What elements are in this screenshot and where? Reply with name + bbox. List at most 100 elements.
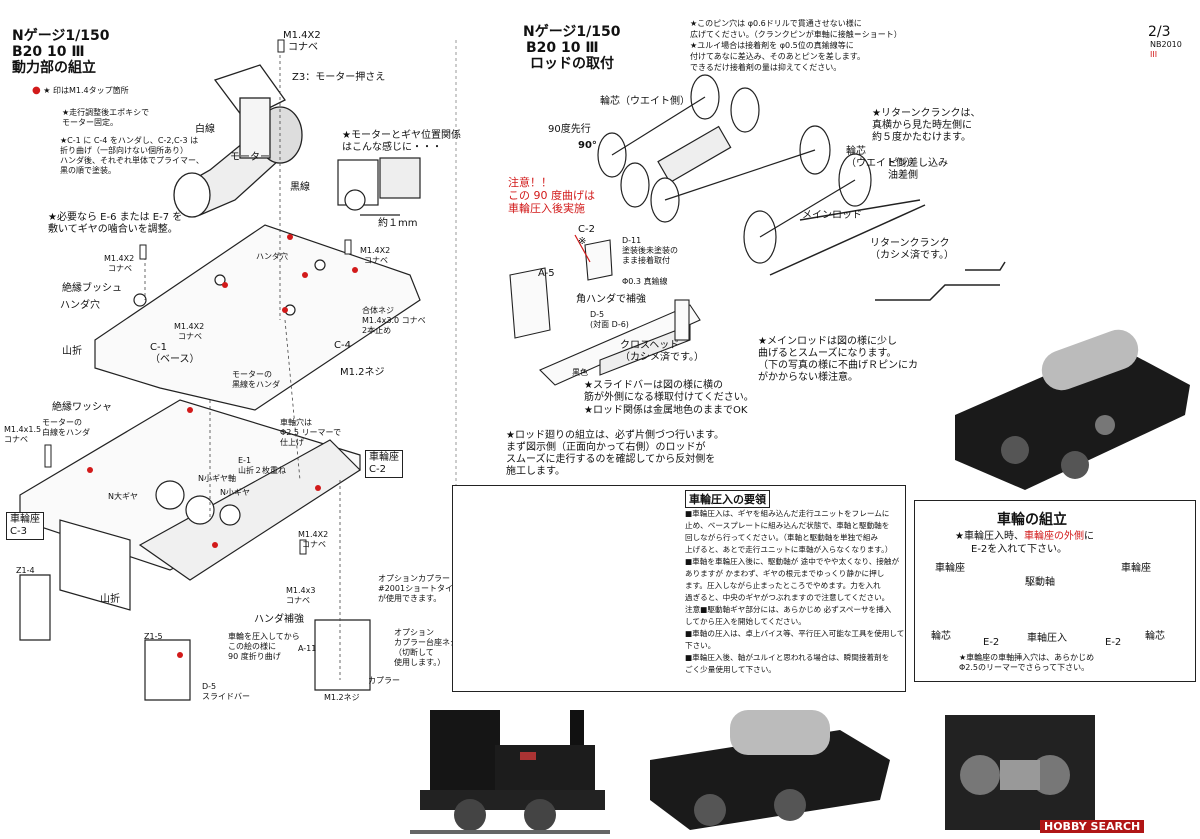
chassis-photo bbox=[945, 325, 1195, 495]
wheel-note-1: ★車輪圧入時、車輪座の外側に bbox=[955, 531, 1094, 542]
screw-b-sub: コナベ bbox=[364, 256, 388, 265]
rod-color-note: ★ロッド関係は金属地色のままでOK bbox=[584, 405, 748, 416]
tap-legend: ● ★ 印はM1.4タップ箇所 bbox=[32, 85, 129, 96]
press-line: 注意■駆動軸ギヤ部分には、あらかじめ 必ずスペーサを挿入 bbox=[685, 605, 892, 614]
press-line: ■車軸を車輪圧入後に、駆動軸が 途中でやや太くなり、接触が bbox=[685, 557, 900, 566]
c2-label: C-2 ※ bbox=[578, 224, 595, 247]
return-crank-label: リターンクランク （カシメ済です。） bbox=[870, 238, 954, 261]
main-rod-label: メインロッド bbox=[802, 210, 862, 221]
gear-sketch bbox=[337, 157, 421, 216]
d11-note: D-11 塗装後未塗装の まま接着取付 bbox=[622, 236, 678, 265]
motor-label: モーター bbox=[230, 152, 270, 163]
z15-label: Z1-5 bbox=[144, 632, 163, 641]
screw-c-sub: コナベ bbox=[178, 332, 202, 341]
press-line: ごく少量使用して下さい。 bbox=[685, 665, 776, 674]
z3-label: Z3：モーター押さえ bbox=[292, 72, 386, 83]
press-line: ■車軸の圧入は、卓上バイス等、平行圧入可能な工具を使用して bbox=[685, 629, 905, 638]
frame-drawing bbox=[19, 399, 371, 701]
n-large-gear: N大ギヤ bbox=[108, 492, 138, 501]
right-title-2: B20 10 Ⅲ bbox=[526, 40, 599, 56]
press-heading: 車輪圧入の要領 bbox=[685, 490, 770, 508]
coupler-label: カプラー bbox=[368, 676, 400, 685]
press-line: 回しながら行ってください。（車軸と駆動軸を単独で組み bbox=[685, 533, 879, 542]
frame-c2-label: 車輪座 C-2 bbox=[365, 450, 403, 478]
deg90-label: 90° bbox=[578, 140, 597, 151]
locomotive-photo bbox=[410, 690, 610, 839]
weight-side-label-2: 輪芯 （ウエイト側） bbox=[846, 146, 916, 169]
white-wire-label: 白線 bbox=[195, 124, 215, 135]
motor-white-note: モーターの 白線をハンダ bbox=[42, 418, 90, 437]
mechanism-photo bbox=[640, 690, 900, 839]
gokin-screw-note: 合体ネジ M1.4x3.0 コナベ 2本止め bbox=[362, 306, 426, 335]
phi03-label: Φ0.3 真鍮線 bbox=[622, 277, 668, 286]
page-code: NB2010 bbox=[1150, 40, 1182, 49]
z14-label: Z1-4 bbox=[16, 566, 35, 575]
left-title-1: Nゲージ1/150 bbox=[12, 28, 110, 44]
screw-m14x15: M1.4x1.5 コナベ bbox=[4, 425, 42, 444]
assembly-order-note: ★ロッド廻りの組立は、必ず片側づつ行います。 まず図示側（正面向かって右側）のロ… bbox=[506, 430, 724, 477]
caution-note: 注意！！ この 90 度曲げは 車輪圧入後実施 bbox=[508, 176, 595, 215]
option-screw-note: オプション カプラー台座ネジ （切断して 使用します。） bbox=[394, 628, 458, 667]
deg90-lead-label: 90度先行 bbox=[548, 124, 591, 135]
option-coupler-note: オプションカプラー #2001ショートタイプ が使用できます。 bbox=[378, 574, 462, 603]
base-plate-drawing bbox=[94, 224, 421, 411]
press-lines: ■車輪圧入は、ギヤを組み込んだ走行ユニットをフレームに止め、ベースプレートに組み… bbox=[685, 508, 905, 676]
yamaori-label-2: 山折 bbox=[100, 594, 120, 605]
e2-right-label: E-2 bbox=[1105, 637, 1122, 648]
wheel-right-label: 輪芯 bbox=[1145, 631, 1165, 642]
m12-screw: M1.2ネジ bbox=[340, 367, 385, 378]
approx-1mm: 約１mm bbox=[378, 218, 418, 229]
a5-label: A-5 bbox=[538, 268, 555, 279]
bend-note: 車輪を圧入してから この絵の様に 90 度折り曲げ bbox=[228, 632, 300, 661]
drive-shaft-label: 駆動軸 bbox=[1025, 577, 1055, 588]
pin-hole-note: ★このピン穴は φ0.6ドリルで貫通させない様に 広げてください。（クランクピン… bbox=[690, 19, 902, 72]
gear-position-note: ★モーターとギヤ位置関係 はこんな感じに・・・ bbox=[342, 130, 461, 153]
press-line: ■車輪圧入は、ギヤを組み込んだ走行ユニットをフレームに bbox=[685, 509, 890, 518]
screw-d: M1.4X2 bbox=[298, 530, 329, 539]
frame-c3-label: 車輪座 C-3 bbox=[6, 512, 44, 540]
screw-a-sub: コナベ bbox=[108, 264, 132, 273]
n-small-gear: N小ギヤ bbox=[220, 488, 250, 497]
angle-solder-label: 角ハンダで補強 bbox=[576, 294, 646, 305]
press-line: 過ぎると、中央のギヤがつぶれますので注意してください。 bbox=[685, 593, 890, 602]
left-title-2: B20 10 Ⅲ bbox=[12, 44, 85, 60]
insulating-bush-label: 絶縁ブッシュ bbox=[62, 283, 122, 294]
page-number: 2/3 bbox=[1148, 24, 1171, 40]
c1c4-note: ★C-1 に C-4 をハンダし、C-2,C-3 は 折り曲げ（一部向けない個所… bbox=[60, 136, 204, 175]
screw-d-sub: コナベ bbox=[302, 540, 326, 549]
crosshead-label: クロスヘッド （カシメ済です。） bbox=[620, 340, 704, 363]
wheel-left-label: 輪芯 bbox=[931, 631, 951, 642]
press-label: 車軸圧入 bbox=[1027, 633, 1067, 644]
hole-note: ★車輪座の車軸挿入穴は、あらかじめ Φ2.5のリーマーでさらって下さい。 bbox=[959, 653, 1095, 672]
frame-left-label: 車輪座 bbox=[935, 563, 965, 574]
c1-label: C-1 （ベース） bbox=[150, 342, 200, 365]
watermark: HOBBY SEARCH bbox=[1040, 820, 1145, 833]
wheel-note-2: E-2を入れて下さい。 bbox=[971, 544, 1067, 555]
black-wire-label: 黒線 bbox=[290, 182, 310, 193]
right-title-3: ロッドの取付 bbox=[530, 56, 614, 72]
screw-b: M1.4X2 bbox=[360, 246, 391, 255]
press-line: ■車輪圧入後、軸がユルイと思われる場合は、瞬間接着剤を bbox=[685, 653, 890, 662]
frame-right-label: 車輪座 bbox=[1121, 563, 1151, 574]
handa-reinforce-label: ハンダ補強 bbox=[254, 614, 304, 625]
e6e7-note: ★必要なら E-6 または E-7 を 敷いてギヤの噛合いを調整。 bbox=[48, 212, 183, 235]
press-line: 上げると、あとで走行ユニットに車軸が入らなくなります。） bbox=[685, 545, 893, 554]
screw-top-label: M1.4X2 bbox=[283, 30, 321, 41]
right-title-1: Nゲージ1/150 bbox=[523, 24, 621, 40]
c4-label: C-4 bbox=[334, 340, 351, 351]
insulating-washer-label: 絶縁ワッシャ bbox=[52, 402, 112, 413]
slidebar-note: ★スライドバーは図の様に横の 筋が外側になる様取付けてください。 bbox=[584, 380, 754, 403]
m12-screw-2: M1.2ネジ bbox=[324, 693, 360, 702]
main-rod-note: ★メインロッドは図の様に少し 曲げるとスムーズになります。 （下の写真の様に不曲… bbox=[758, 336, 918, 383]
pin-insert-label: ピン差し込み 油差側 bbox=[888, 158, 948, 181]
a11-label: A-11 bbox=[298, 644, 317, 653]
wheel-heading: 車輪の組立 bbox=[997, 512, 1067, 528]
return-crank-note: ★リターンクランクは、 真横から見た時左側に 約５度かたむけます。 bbox=[872, 108, 981, 143]
d5d6-label: D-5 (対面 D-6) bbox=[590, 310, 629, 329]
handa-hole-label-2: ハンダ穴 bbox=[60, 300, 100, 311]
d5-slidebar-label: D-5 スライドバー bbox=[202, 682, 250, 701]
left-title-3: 動力部の組立 bbox=[12, 60, 96, 76]
yamaori-label: 山折 bbox=[62, 346, 82, 357]
underside-photo bbox=[940, 705, 1100, 839]
crosshead-drawing bbox=[509, 239, 701, 386]
